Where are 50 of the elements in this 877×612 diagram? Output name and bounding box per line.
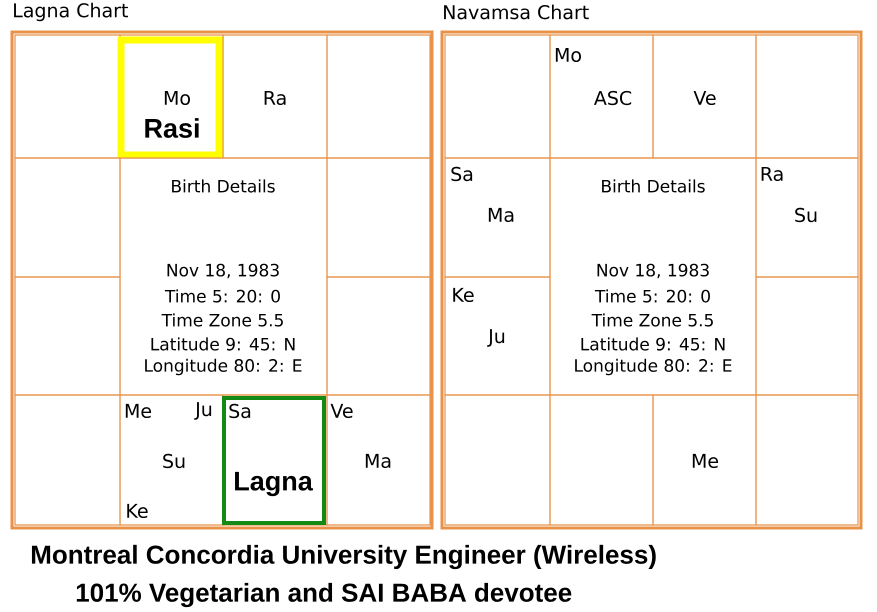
birth-detail-text: Latitude 9: 45: N (151, 337, 295, 351)
birth-detail-text: Nov 18, 1983 (598, 264, 709, 278)
birth-details-heading: Birth Details (172, 179, 275, 193)
chart-title: Lagna Chart (14, 2, 128, 22)
caption-text: Montreal Concordia University Engineer (Wireless) (32, 544, 656, 570)
birth-detail-text: Time 5: 20: 0 (164, 289, 280, 303)
planet-label: Mo (556, 48, 581, 62)
house-cell (326, 157, 431, 278)
highlight-label: Rasi (145, 118, 199, 138)
planet-label: Ke (453, 288, 474, 302)
birth-detail-text: Time Zone 5.5 (592, 313, 713, 327)
house-cell (549, 394, 654, 526)
house-cell (14, 276, 121, 396)
birth-detail-text: Latitude 9: 45: N (581, 337, 725, 351)
planet-label: Ke (127, 504, 148, 518)
planet-label: Sa (229, 404, 250, 418)
planet-label: Ra (762, 166, 782, 182)
planet-label: Su (795, 208, 816, 222)
planet-label: Ra (264, 90, 286, 106)
planet-label: Mo (164, 90, 190, 106)
birth-detail-text: Time 5: 20: 0 (594, 289, 710, 303)
planet-label: Ve (694, 90, 716, 106)
planet-label: Me (126, 404, 152, 418)
planet-label: Ju (194, 402, 212, 420)
planet-label: Ma (488, 208, 514, 222)
birth-detail-text: Nov 18, 1983 (168, 264, 279, 278)
planet-label: Me (692, 454, 718, 468)
birth-details-heading: Birth Details (602, 179, 705, 193)
highlight-label: Lagna (235, 472, 313, 496)
house-cell (14, 34, 121, 159)
planet-label: Ve (330, 404, 353, 418)
house-cell (444, 394, 551, 526)
house-cell (14, 157, 121, 278)
house-cell (755, 394, 859, 526)
house-cell (755, 276, 859, 396)
planet-label: Sa (451, 166, 472, 182)
caption-text: 101% Vegetarian and SAI BABA devotee (76, 582, 572, 608)
planet-label: Su (163, 454, 184, 468)
planet-label: Ju (487, 329, 504, 347)
house-cell (14, 394, 121, 526)
planet-label: ASC (594, 90, 632, 106)
planet-label: Ma (366, 454, 390, 468)
house-cell (755, 34, 859, 159)
birth-detail-text: Longitude 80: 2: E (145, 358, 302, 376)
house-cell (444, 34, 551, 159)
house-cell (326, 276, 431, 396)
birth-detail-text: Time Zone 5.5 (162, 313, 283, 327)
birth-detail-text: Longitude 80: 2: E (575, 358, 732, 376)
house-cell (326, 34, 431, 159)
chart-title: Navamsa Chart (444, 4, 589, 20)
